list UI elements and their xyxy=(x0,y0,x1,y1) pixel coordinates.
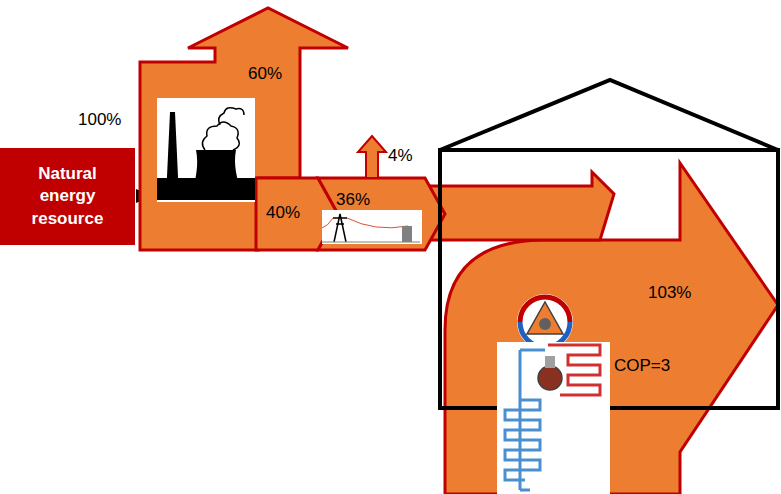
percent-label: 40% xyxy=(266,203,300,223)
loss-flow xyxy=(140,8,348,250)
percent-label: 4% xyxy=(388,146,413,166)
resource-label: Natural energy resource xyxy=(10,163,125,229)
power-plant-icon xyxy=(157,98,255,202)
house-roof xyxy=(440,80,778,150)
percent-label: COP=3 xyxy=(614,356,670,376)
heat-pump-icon xyxy=(497,342,610,494)
percent-label: 100% xyxy=(78,110,121,130)
electricity-flow xyxy=(425,172,614,240)
percent-label: 103% xyxy=(648,283,691,303)
power-line-icon xyxy=(322,210,422,244)
transmission-flow xyxy=(318,178,445,250)
resource-box: Natural energy resource xyxy=(0,148,135,245)
percent-label: 60% xyxy=(248,64,282,84)
percent-label: 36% xyxy=(336,190,370,210)
fan-icon xyxy=(517,294,573,350)
grid-loss-flow xyxy=(358,136,386,178)
